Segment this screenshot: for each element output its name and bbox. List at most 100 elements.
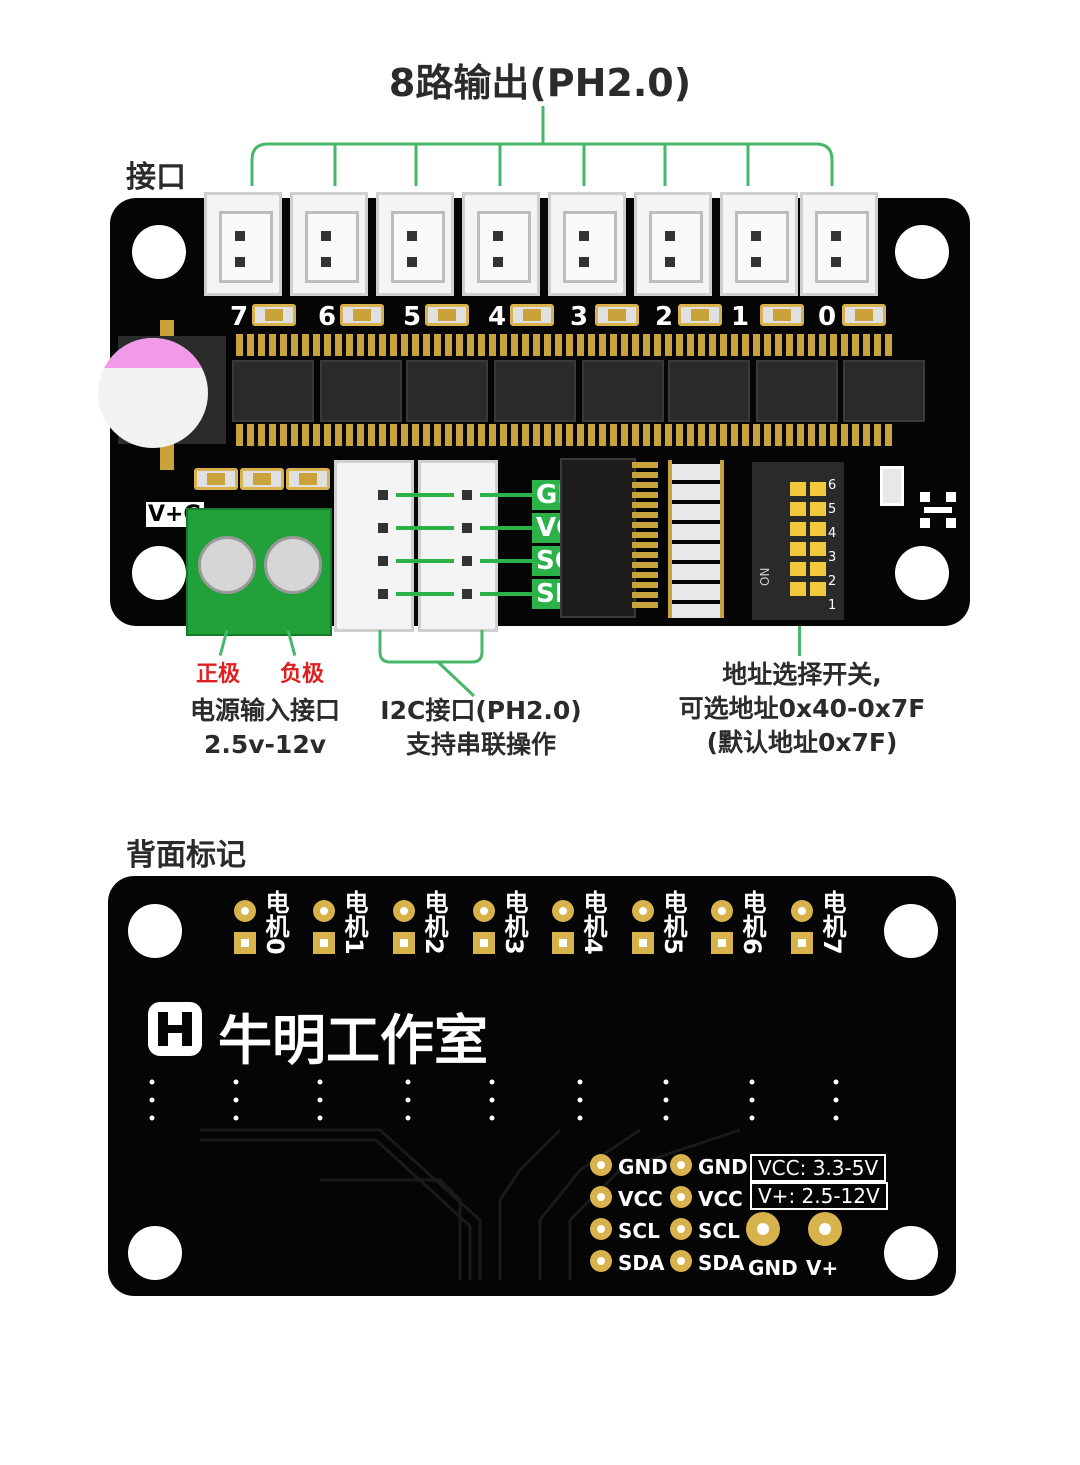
- brand-logo-icon: [920, 492, 956, 528]
- motor-label: 电机4: [579, 890, 607, 955]
- address-switch-label: 地址选择开关,可选地址0x40-0x7F(默认地址0x7F): [678, 660, 926, 757]
- power-pad-gnd: [746, 1212, 780, 1246]
- back-title: 背面标记: [126, 838, 246, 873]
- top-title: 8路输出(PH2.0): [388, 61, 692, 105]
- led-resistor: [340, 304, 384, 326]
- signal-arrow: [480, 526, 532, 530]
- back-pin-label: SCL: [698, 1219, 740, 1243]
- led-resistor: [842, 304, 886, 326]
- driver-ic: [843, 360, 925, 422]
- i2c-connector-1[interactable]: [334, 460, 414, 632]
- led-resistor: [510, 304, 554, 326]
- channel-number: 3: [570, 302, 589, 332]
- motor-label: 电机5: [659, 890, 687, 955]
- negative-label: 负极: [280, 662, 325, 687]
- channel-number: 0: [818, 302, 837, 332]
- output-connector-3[interactable]: [548, 192, 626, 296]
- led-resistor: [595, 304, 639, 326]
- brand-name: 牛明工作室: [218, 1009, 488, 1072]
- mount-hole: [132, 546, 186, 600]
- power-led: [880, 466, 904, 506]
- output-connector-6[interactable]: [290, 192, 368, 296]
- channel-number: 1: [731, 302, 750, 332]
- capacitor: [98, 338, 208, 448]
- pin: [462, 556, 472, 566]
- motor-label: 电机2: [420, 890, 448, 955]
- signal-arrow: [396, 559, 454, 563]
- signal-arrow: [480, 493, 532, 497]
- motor-pad: [393, 900, 415, 922]
- motor-pad: [473, 932, 495, 954]
- smd-component: [240, 468, 284, 490]
- back-pin-label: SDA: [698, 1251, 745, 1275]
- i2c-port-label: I2C接口(PH2.0)支持串联操作: [380, 696, 582, 759]
- back-pin-label: GND: [618, 1155, 668, 1179]
- motor-label: 电机6: [738, 890, 766, 955]
- power-pad-vplus: [808, 1212, 842, 1246]
- dip-number: 1: [828, 598, 837, 613]
- driver-ic: [320, 360, 402, 422]
- motor-pad: [234, 932, 256, 954]
- led-resistor: [425, 304, 469, 326]
- dip-number: 5: [828, 502, 837, 517]
- back-pin-pad: [590, 1250, 612, 1272]
- resistor-array: [668, 460, 724, 618]
- output-connector-2[interactable]: [634, 192, 712, 296]
- motor-pad: [791, 932, 813, 954]
- output-connector-7[interactable]: [204, 192, 282, 296]
- output-connector-5[interactable]: [376, 192, 454, 296]
- driver-ic: [232, 360, 314, 422]
- signal-arrow: [396, 493, 454, 497]
- motor-pad: [313, 900, 335, 922]
- back-pin-label: SCL: [618, 1219, 660, 1243]
- motor-label: 电机1: [340, 890, 368, 955]
- motor-pad: [393, 932, 415, 954]
- i2c-bracket: [378, 630, 484, 698]
- dip-number: 2: [828, 574, 837, 589]
- mount-hole: [895, 225, 949, 279]
- motor-pad: [313, 932, 335, 954]
- i2c-connector-2[interactable]: [418, 460, 498, 632]
- pointer-line: [798, 626, 801, 656]
- back-pin-label: VCC: [618, 1187, 663, 1211]
- signal-arrow: [396, 592, 454, 596]
- dip-switch[interactable]: ON: [752, 462, 844, 620]
- motor-pad: [791, 900, 813, 922]
- driver-ic: [668, 360, 750, 422]
- motor-pad: [552, 900, 574, 922]
- pin: [462, 523, 472, 533]
- back-pin-pad: [590, 1154, 612, 1176]
- output-connector-1[interactable]: [720, 192, 798, 296]
- motor-pad: [711, 932, 733, 954]
- pin: [378, 556, 388, 566]
- mount-hole: [132, 225, 186, 279]
- pin: [462, 490, 472, 500]
- motor-label: 电机3: [500, 890, 528, 955]
- dip-number: 4: [828, 526, 837, 541]
- back-pin-pad: [670, 1250, 692, 1272]
- terminal-block[interactable]: [186, 508, 332, 636]
- back-pin-pad: [670, 1218, 692, 1240]
- chip-pins: [632, 462, 658, 612]
- pin: [378, 490, 388, 500]
- channel-number: 2: [655, 302, 674, 332]
- led-resistor: [678, 304, 722, 326]
- output-connector-4[interactable]: [462, 192, 540, 296]
- channel-number: 6: [318, 302, 337, 332]
- driver-ic: [582, 360, 664, 422]
- mount-hole: [884, 1226, 938, 1280]
- motor-pad: [711, 900, 733, 922]
- motor-label: 电机0: [261, 890, 289, 955]
- signal-arrow: [396, 526, 454, 530]
- motor-pad: [632, 900, 654, 922]
- output-connector-0[interactable]: [800, 192, 878, 296]
- back-pin-label: VCC: [698, 1187, 743, 1211]
- channel-number: 7: [230, 302, 249, 332]
- back-pin-label: GND: [698, 1155, 748, 1179]
- pin: [378, 523, 388, 533]
- led-resistor: [760, 304, 804, 326]
- signal-arrow: [480, 559, 532, 563]
- dip-on-label: ON: [758, 567, 772, 586]
- output-bracket: [250, 106, 834, 186]
